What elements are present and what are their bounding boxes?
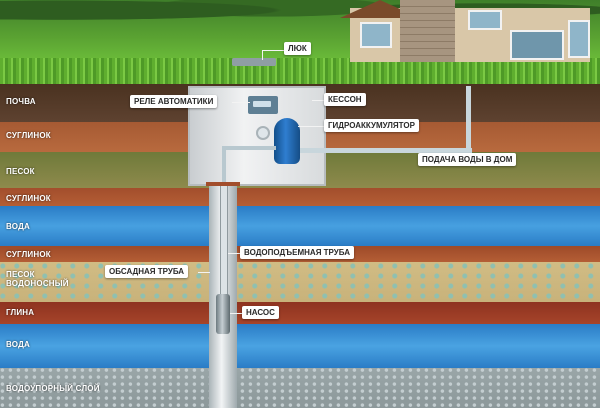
house-stone-wall: [400, 0, 455, 62]
layer-water-1: [0, 206, 600, 246]
casing-cap: [206, 182, 240, 186]
leader-pump: [230, 313, 242, 314]
leader-accumulator: [298, 126, 324, 127]
house-supply-pipe-horizontal: [300, 148, 472, 153]
callout-hatch: ЛЮК: [284, 42, 311, 55]
layer-label-loam-1: СУГЛИНОК: [6, 131, 51, 140]
layer-aquifer-sand: [0, 262, 600, 302]
caisson-internal-pipe-vertical: [222, 146, 226, 186]
leader-caisson: [312, 100, 324, 101]
layer-label-aquitard: ВОДОУПОРНЫЙ СЛОЙ: [6, 384, 100, 393]
layer-aquitard: [0, 368, 600, 408]
layer-loam-2: [0, 188, 600, 206]
submersible-pump: [216, 294, 230, 334]
house-supply-pipe-vertical: [466, 86, 471, 153]
layer-label-sand: ПЕСОК: [6, 167, 35, 176]
layer-label-water-1: ВОДА: [6, 222, 30, 231]
house: [340, 0, 595, 62]
layer-label-soil: ПОЧВА: [6, 97, 36, 106]
house-window: [360, 22, 392, 48]
leader-casing: [198, 272, 210, 273]
riser-pipe: [220, 184, 228, 296]
leader-relay: [232, 102, 250, 103]
hatch-cover: [232, 58, 276, 66]
house-window: [468, 10, 502, 30]
leader-riser: [228, 253, 240, 254]
layer-label-clay: ГЛИНА: [6, 308, 35, 317]
callout-relay: РЕЛЕ АВТОМАТИКИ: [130, 95, 218, 108]
house-window: [568, 20, 590, 58]
callout-casing-pipe: ОБСАДНАЯ ТРУБА: [105, 265, 189, 278]
layer-label-water-2: ВОДА: [6, 340, 30, 349]
callout-house-supply: ПОДАЧА ВОДЫ В ДОМ: [418, 153, 517, 166]
callout-accumulator: ГИДРОАККУМУЛЯТОР: [324, 119, 419, 132]
layer-label-loam-2: СУГЛИНОК: [6, 194, 51, 203]
callout-pump: НАСОС: [242, 306, 279, 319]
layer-label-loam-3: СУГЛИНОК: [6, 250, 51, 259]
callout-riser-pipe: ВОДОПОДЪЕМНАЯ ТРУБА: [240, 246, 354, 259]
grass-strip: [0, 58, 600, 84]
relay-dial: [253, 101, 271, 107]
hydro-accumulator-tank: [274, 118, 300, 164]
layer-clay: [0, 302, 600, 324]
layer-water-2: [0, 324, 600, 368]
house-window: [510, 30, 564, 60]
leader-hatch: [262, 50, 284, 51]
leader-hatch-v: [262, 50, 263, 60]
layer-label-aquifer: ПЕСОК ВОДОНОСНЫЙ: [6, 270, 69, 288]
caisson-internal-pipe: [224, 146, 276, 150]
callout-caisson: КЕССОН: [324, 93, 366, 106]
tank-gauge: [256, 126, 270, 140]
